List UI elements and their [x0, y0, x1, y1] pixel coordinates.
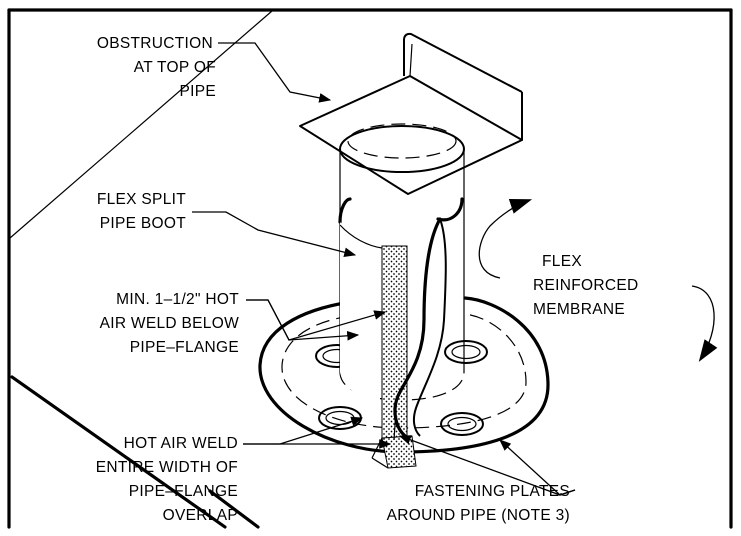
label-hot-air-weld-line-2: ENTIRE WIDTH OF [96, 459, 238, 476]
split-pipe-boot [338, 197, 464, 469]
leader-lines [192, 42, 576, 496]
roof-edge-lines [9, 10, 273, 529]
label-boot-line-1: FLEX SPLIT [97, 191, 186, 208]
label-membrane-line-3: MEMBRANE [533, 301, 625, 318]
label-obstruction-line-2: AT TOP OF [134, 59, 216, 76]
label-membrane: FLEX REINFORCED MEMBRANE [533, 253, 638, 318]
label-fastening-line-1: FASTENING PLATES [415, 483, 570, 500]
label-hot-air-weld: HOT AIR WELD ENTIRE WIDTH OF PIPE–FLANGE… [96, 435, 238, 524]
label-boot: FLEX SPLIT PIPE BOOT [97, 191, 186, 232]
label-min-weld: MIN. 1–1/2" HOT AIR WELD BELOW PIPE–FLAN… [100, 291, 239, 356]
label-min-weld-line-3: PIPE–FLANGE [130, 339, 239, 356]
label-obstruction-line-1: OBSTRUCTION [97, 35, 213, 52]
label-obstruction: OBSTRUCTION AT TOP OF PIPE [97, 35, 216, 100]
label-membrane-line-1: FLEX [542, 253, 582, 270]
label-fastening-line-2: AROUND PIPE (NOTE 3) [387, 507, 570, 524]
label-min-weld-line-1: MIN. 1–1/2" HOT [116, 291, 239, 308]
label-fastening: FASTENING PLATES AROUND PIPE (NOTE 3) [387, 483, 570, 524]
label-boot-line-2: PIPE BOOT [100, 215, 186, 232]
label-hot-air-weld-line-4: OVERLAP [163, 507, 238, 524]
label-hot-air-weld-line-3: PIPE–FLANGE [129, 483, 238, 500]
label-membrane-line-2: REINFORCED [533, 277, 638, 294]
label-obstruction-line-3: PIPE [179, 83, 216, 100]
drawing-border [7, 8, 733, 529]
label-min-weld-line-2: AIR WELD BELOW [100, 315, 239, 332]
label-hot-air-weld-line-1: HOT AIR WELD [124, 435, 238, 452]
membrane-arrows [478, 198, 718, 362]
obstruction-bracket [299, 32, 523, 195]
